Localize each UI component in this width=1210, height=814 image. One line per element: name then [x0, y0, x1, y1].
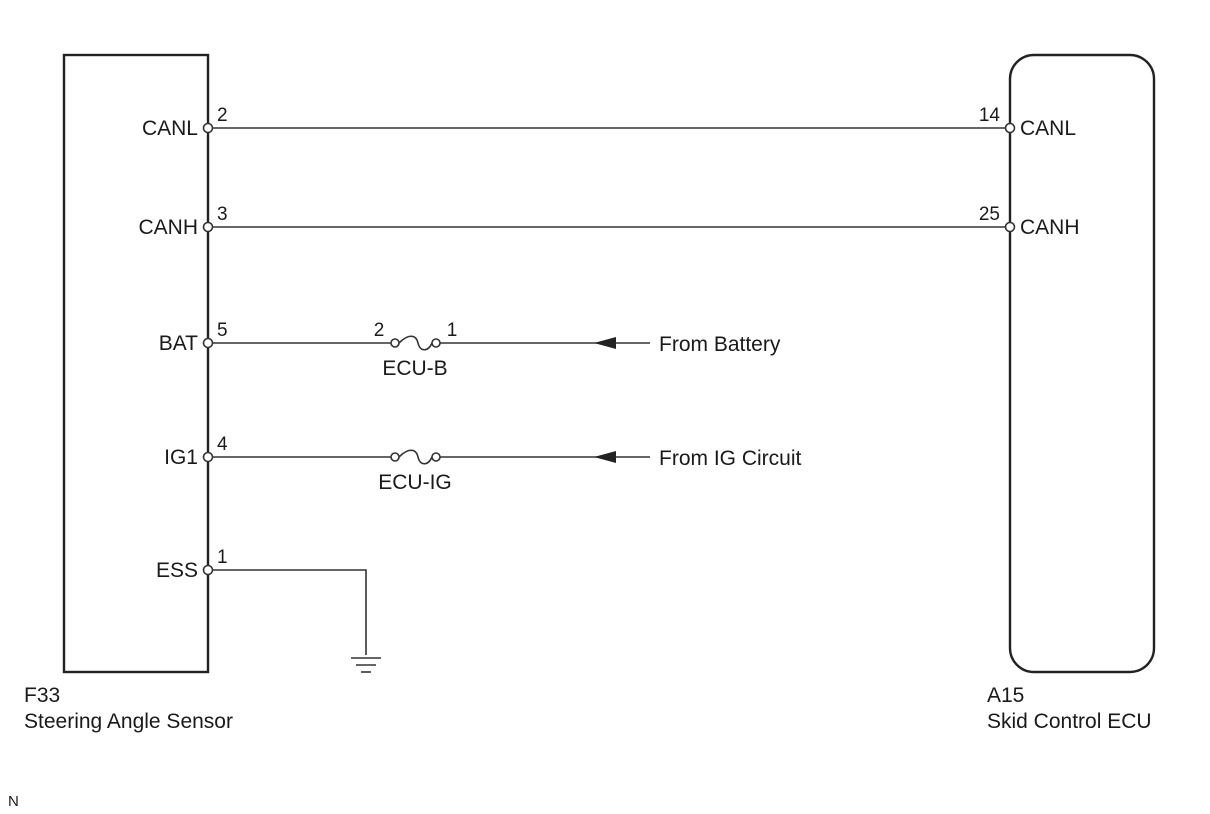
footer-mark: N — [8, 793, 19, 810]
left-pin-number: 5 — [217, 320, 228, 341]
terminal-canh-right — [1004, 221, 1016, 233]
right-pin-number: 14 — [979, 105, 1001, 126]
fuse-ecu-ig-terminal-left — [390, 452, 400, 462]
fuse-ecu-ig-label: ECU-IG — [378, 471, 452, 494]
fuse-ecu-ig-terminal-right — [431, 452, 441, 462]
bat-arrow-head — [594, 337, 616, 349]
terminal-canl-left — [202, 122, 214, 134]
left-pin-number: 3 — [217, 204, 228, 225]
left-terminal-label: BAT — [159, 332, 198, 355]
terminal-canl-right — [1004, 122, 1016, 134]
ig-arrow-head — [594, 451, 616, 463]
source-battery-label: From Battery — [659, 333, 781, 356]
left-component-name: Steering Angle Sensor — [24, 710, 233, 733]
terminal-ig1 — [202, 451, 214, 463]
fuse-ecu-b-symbol — [398, 335, 433, 351]
source-ig-label: From IG Circuit — [659, 447, 802, 470]
left-component-code: F33 — [24, 684, 60, 707]
fuse-ecu-b-label: ECU-B — [382, 357, 447, 380]
left-terminal-label: CANL — [142, 117, 198, 140]
fuse-ecu-b-pin-right: 1 — [447, 320, 458, 341]
right-terminal-label: CANH — [1020, 216, 1080, 239]
right-component-name: Skid Control ECU — [987, 710, 1152, 733]
terminal-ess — [202, 564, 214, 576]
left-pin-number: 4 — [217, 434, 228, 455]
fuse-ecu-ig-symbol — [398, 449, 433, 465]
right-component-code: A15 — [987, 684, 1024, 707]
fuse-ecu-b-terminal-left — [390, 338, 400, 348]
left-terminal-label: ESS — [156, 559, 198, 582]
left-terminal-label: IG1 — [164, 446, 198, 469]
ess-ground-wire — [212, 569, 367, 655]
right-terminal-label: CANL — [1020, 117, 1076, 140]
left-terminal-label: CANH — [138, 216, 198, 239]
terminal-bat — [202, 337, 214, 349]
terminal-canh-left — [202, 221, 214, 233]
right-pin-number: 25 — [979, 204, 1000, 225]
skid-control-ecu-box — [1008, 53, 1156, 674]
left-pin-number: 2 — [217, 105, 228, 126]
fuse-ecu-b-terminal-right — [431, 338, 441, 348]
left-pin-number: 1 — [217, 547, 228, 568]
steering-angle-sensor-box — [62, 53, 210, 674]
fuse-ecu-b-pin-left: 2 — [374, 320, 385, 341]
